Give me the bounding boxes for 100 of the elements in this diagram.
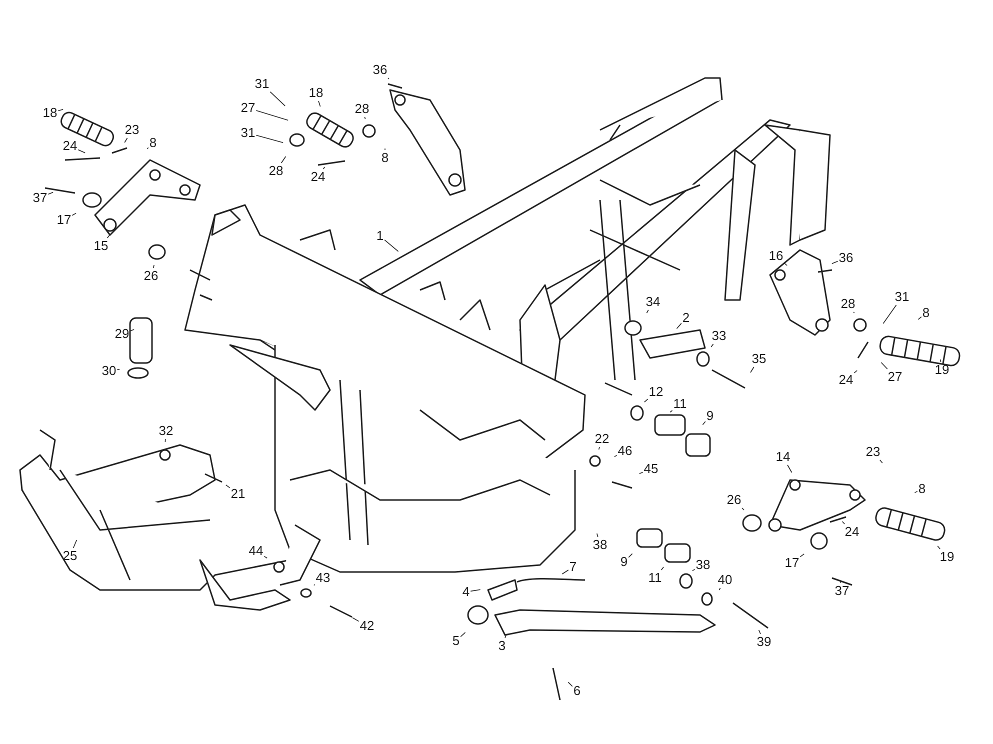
callout-number: 24 (310, 170, 326, 184)
leader-line (644, 398, 648, 402)
callout-number: 7 (569, 560, 577, 574)
leader-line (314, 584, 316, 586)
leader-line (256, 110, 288, 121)
callout-number: 5 (452, 634, 460, 648)
callout-number: 23 (866, 445, 880, 459)
leader-line (568, 682, 573, 687)
callout-number: 8 (381, 151, 389, 165)
leader-line (787, 464, 792, 473)
callout-number: 8 (922, 306, 930, 320)
callout-number: 31 (240, 126, 256, 140)
callout-number: 4 (462, 585, 470, 599)
leader-line (614, 455, 618, 458)
callout-number: 22 (594, 432, 610, 446)
leader-line (918, 316, 922, 320)
callout-number: 17 (56, 213, 72, 227)
leader-line (692, 569, 696, 572)
callout-number: 43 (316, 571, 330, 585)
leader-line (853, 312, 855, 314)
callout-number: 46 (618, 444, 632, 458)
callout-number: 24 (62, 139, 78, 153)
callout-number: 39 (756, 635, 772, 649)
callout-number: 11 (648, 571, 662, 585)
leader-line (914, 490, 918, 494)
callout-number: 26 (726, 493, 742, 507)
leader-line (384, 240, 399, 252)
callout-number: 16 (768, 249, 784, 263)
leader-line (504, 634, 507, 638)
callout-number: 17 (784, 556, 800, 570)
callout-number: 9 (620, 555, 628, 569)
leader-line (48, 192, 54, 195)
callout-number: 38 (592, 538, 608, 552)
leader-line (72, 540, 78, 548)
leader-line (676, 322, 682, 329)
leader-line (106, 234, 110, 238)
callout-number: 18 (308, 86, 324, 100)
callout-number: 19 (934, 363, 950, 377)
callout-number: 31 (254, 77, 270, 91)
leader-line (318, 100, 321, 107)
leader-line (710, 344, 714, 348)
leader-line (72, 212, 76, 216)
leader-line (842, 521, 845, 524)
callout-number: 28 (840, 297, 856, 311)
leader-line (130, 329, 134, 332)
callout-number: 27 (240, 101, 256, 115)
callout-number: 36 (372, 63, 388, 77)
callout-number: 37 (32, 191, 48, 205)
leader-line (352, 617, 360, 622)
leader-line (670, 410, 673, 413)
leader-line (388, 78, 390, 80)
callout-number: 15 (94, 239, 108, 253)
leader-line (784, 262, 788, 266)
leader-line (840, 580, 842, 584)
leader-line (164, 438, 166, 442)
callout-number: 44 (248, 544, 264, 558)
leader-line (940, 359, 942, 362)
leader-line (124, 138, 128, 143)
callout-number: 23 (124, 123, 140, 137)
callout-number: 36 (838, 251, 854, 265)
leader-line (742, 508, 744, 510)
leader-line (280, 156, 286, 164)
callout-number: 21 (230, 487, 246, 501)
callout-number: 6 (573, 684, 581, 698)
callout-number: 32 (158, 424, 174, 438)
callout-number: 30 (102, 364, 116, 378)
leader-line (58, 109, 64, 112)
callout-number: 12 (648, 385, 664, 399)
callout-number: 42 (360, 619, 374, 633)
leader-line (562, 570, 569, 574)
callout-number: 28 (354, 102, 370, 116)
callout-number: 3 (498, 639, 506, 653)
callout-number: 14 (776, 450, 790, 464)
callout-number: 45 (644, 462, 658, 476)
callout-number: 24 (838, 373, 854, 387)
leader-line (937, 546, 940, 550)
callout-number: 34 (646, 295, 660, 309)
callout-number: 11 (673, 397, 687, 411)
leader-line (364, 116, 366, 120)
leader-line (832, 260, 838, 264)
callout-number: 24 (844, 525, 860, 539)
callout-number: 2 (682, 311, 690, 325)
callout-number: 35 (752, 352, 766, 366)
leader-line (750, 366, 754, 373)
leader-line (758, 630, 761, 634)
leader-line (718, 588, 721, 590)
leader-line (470, 589, 481, 592)
leader-line (660, 566, 664, 570)
leader-line (226, 484, 230, 488)
leader-line (460, 632, 466, 638)
callout-number: 31 (894, 290, 910, 304)
callout-number: 9 (706, 409, 714, 423)
callout-number: 38 (696, 558, 710, 572)
leader-line (702, 421, 706, 426)
leader-line (596, 533, 598, 538)
leader-line (639, 472, 644, 474)
leader-line (880, 460, 883, 464)
callout-number: 27 (888, 370, 902, 384)
callout-number: 8 (149, 136, 157, 150)
leader-line (256, 134, 284, 143)
